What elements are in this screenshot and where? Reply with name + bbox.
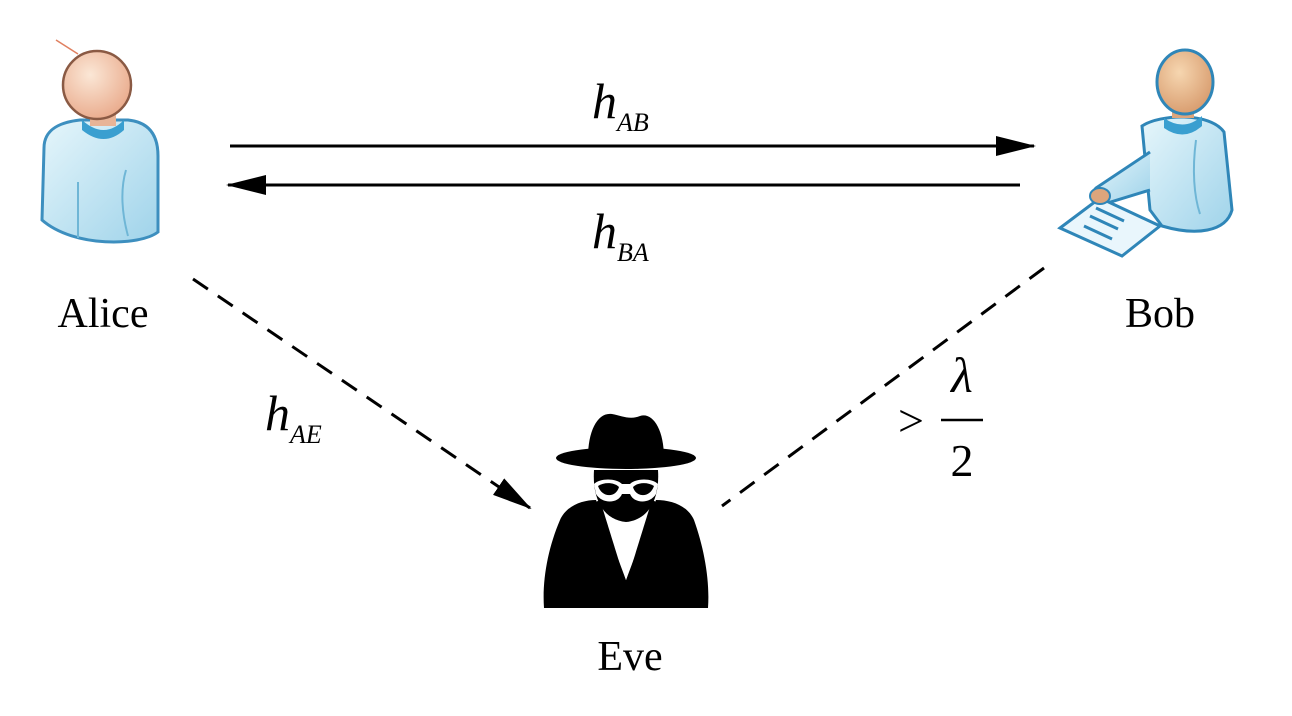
distance-denominator: 2 [951,435,974,486]
channel-ae-label: h AE [265,385,322,449]
channel-ba-label: h BA [592,203,649,267]
eve-bob-distance-line [721,266,1045,508]
eve-label: Eve [597,634,662,680]
alice-avatar-icon [40,39,160,244]
distance-relation: > [898,395,924,446]
eve-spy-icon [543,413,709,608]
alice-label: Alice [58,291,149,337]
distance-annotation: > λ 2 [898,347,983,486]
bob-avatar-icon [1057,48,1234,258]
channel-ba-subscript: BA [617,238,649,267]
channel-ae-symbol: h [265,385,290,441]
channel-ab-label: h AB [592,73,649,137]
bob-label: Bob [1125,291,1195,337]
channel-ab-subscript: AB [615,108,649,137]
channel-ae-subscript: AE [288,420,322,449]
channel-ae-arrow [192,277,532,510]
distance-numerator: λ [949,347,973,403]
channel-ab-symbol: h [592,73,617,129]
channel-ba-symbol: h [592,203,617,259]
